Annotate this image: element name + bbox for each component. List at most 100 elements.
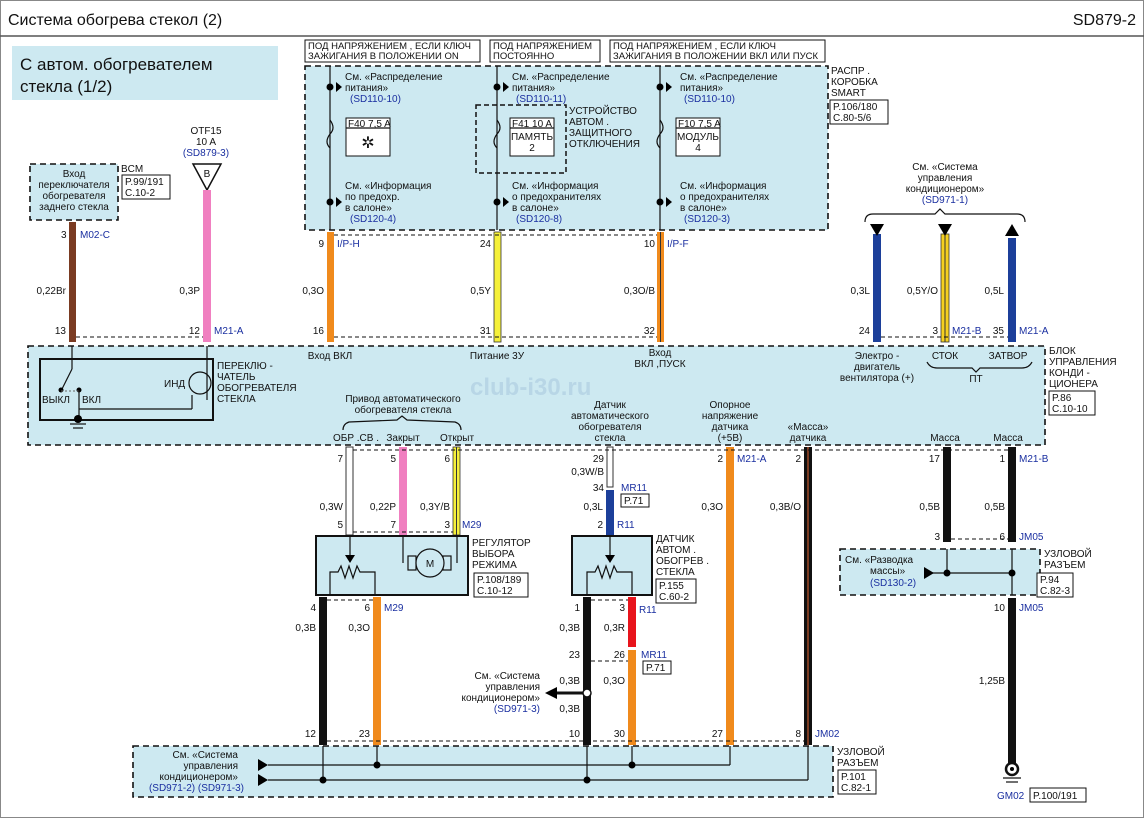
svg-text:F40 7,5 A: F40 7,5 A — [348, 119, 391, 130]
svg-text:35: 35 — [993, 326, 1005, 337]
svg-text:4: 4 — [695, 143, 701, 154]
svg-text:29: 29 — [593, 454, 605, 465]
svg-text:(SD120-3): (SD120-3) — [684, 214, 730, 225]
svg-text:ЗАТВОР: ЗАТВОР — [989, 351, 1028, 362]
svg-text:0,3P: 0,3P — [179, 286, 200, 297]
svg-text:Вход: Вход — [649, 348, 672, 359]
svg-text:P.108/189: P.108/189 — [477, 575, 522, 586]
svg-text:7: 7 — [337, 454, 343, 465]
svg-text:M29: M29 — [384, 603, 404, 614]
svg-text:1: 1 — [574, 603, 580, 614]
svg-text:JM05: JM05 — [1019, 603, 1044, 614]
svg-text:5: 5 — [337, 520, 343, 531]
svg-text:ПТ: ПТ — [969, 374, 982, 385]
svg-text:Вход: Вход — [63, 169, 86, 180]
svg-text:M02-C: M02-C — [80, 230, 110, 241]
svg-text:ВКЛ ,ПУСК: ВКЛ ,ПУСК — [634, 359, 685, 370]
svg-text:(SD120-8): (SD120-8) — [516, 214, 562, 225]
svg-text:F41 10 A: F41 10 A — [512, 119, 552, 130]
svg-text:0,5B: 0,5B — [984, 502, 1005, 513]
svg-text:(+5В): (+5В) — [718, 433, 743, 444]
svg-text:M21-A: M21-A — [737, 454, 767, 465]
svg-text:вентилятора (+): вентилятора (+) — [840, 373, 914, 384]
svg-text:в салоне»: в салоне» — [345, 203, 392, 214]
svg-text:Масса: Масса — [993, 433, 1023, 444]
svg-text:массы»: массы» — [870, 566, 906, 577]
glass-heater-sensor — [571, 535, 653, 596]
diagram-code: SD879-2 — [1073, 12, 1136, 29]
svg-text:Закрыт: Закрыт — [386, 433, 420, 444]
svg-text:MR11: MR11 — [641, 650, 667, 661]
svg-text:2: 2 — [597, 520, 603, 531]
svg-text:ЧАТЕЛЬ: ЧАТЕЛЬ — [217, 372, 256, 383]
svg-text:2: 2 — [795, 454, 801, 465]
svg-text:стекла: стекла — [595, 433, 626, 444]
svg-text:питания»: питания» — [345, 83, 389, 94]
svg-text:5: 5 — [390, 454, 396, 465]
svg-text:СТЕКЛА: СТЕКЛА — [656, 567, 695, 578]
svg-text:2: 2 — [717, 454, 723, 465]
lower-wires — [319, 446, 1016, 763]
svg-text:напряжение: напряжение — [702, 411, 759, 422]
svg-text:СТОК: СТОК — [932, 351, 958, 362]
svg-text:о предохранителях: о предохранителях — [680, 192, 769, 203]
svg-text:См. «Распределение: См. «Распределение — [345, 72, 443, 83]
svg-text:См. «Разводка: См. «Разводка — [845, 555, 914, 566]
svg-text:РАЗЪЕМ: РАЗЪЕМ — [1044, 560, 1086, 571]
svg-text:обогревателя: обогревателя — [578, 421, 641, 433]
svg-text:См. «Распределение: См. «Распределение — [680, 72, 778, 83]
watermark: club-i30.ru — [470, 374, 591, 401]
svg-text:F10 7,5 A: F10 7,5 A — [678, 119, 721, 130]
svg-text:0,3B: 0,3B — [559, 704, 580, 715]
svg-text:датчика: датчика — [712, 422, 749, 433]
svg-text:в салоне»: в салоне» — [512, 203, 559, 214]
svg-text:Питание 3У: Питание 3У — [470, 351, 525, 362]
svg-text:B: B — [204, 169, 211, 180]
svg-text:по предохр.: по предохр. — [345, 192, 400, 203]
svg-text:(SD130-2): (SD130-2) — [870, 578, 916, 589]
svg-text:P.101: P.101 — [841, 772, 866, 783]
svg-text:2: 2 — [529, 143, 535, 154]
svg-text:ВЫКЛ: ВЫКЛ — [42, 395, 70, 406]
svg-text:АВТОМ .: АВТОМ . — [569, 117, 609, 128]
svg-text:C.10-10: C.10-10 — [1052, 404, 1088, 415]
svg-text:См. «Распределение: См. «Распределение — [512, 72, 610, 83]
heater-switch — [39, 358, 214, 421]
svg-text:30: 30 — [614, 729, 626, 740]
svg-text:обогревателя стекла: обогревателя стекла — [355, 404, 452, 416]
upper-wires — [69, 190, 1019, 343]
svg-text:C.10-12: C.10-12 — [477, 586, 513, 597]
bcm-box — [29, 163, 119, 221]
svg-text:питания»: питания» — [512, 83, 556, 94]
svg-text:ОТКЛЮЧЕНИЯ: ОТКЛЮЧЕНИЯ — [569, 139, 640, 150]
svg-text:R11: R11 — [617, 520, 635, 531]
svg-text:31: 31 — [480, 326, 492, 337]
svg-text:JM02: JM02 — [815, 729, 840, 740]
svg-text:кондиционером»: кондиционером» — [159, 772, 238, 783]
svg-text:12: 12 — [189, 326, 201, 337]
svg-text:АВТОМ .: АВТОМ . — [656, 545, 696, 556]
svg-text:6: 6 — [444, 454, 450, 465]
svg-text:M: M — [426, 559, 434, 570]
svg-text:(SD971-3): (SD971-3) — [494, 704, 540, 715]
svg-text:32: 32 — [644, 326, 656, 337]
svg-text:C.82-1: C.82-1 — [841, 783, 871, 794]
svg-text:переключателя: переключателя — [38, 180, 109, 191]
svg-text:(SD110-11): (SD110-11) — [516, 94, 566, 105]
svg-text:ПОСТОЯННО: ПОСТОЯННО — [493, 51, 554, 62]
svg-text:P.71: P.71 — [624, 496, 644, 507]
svg-text:См. «Информация: См. «Информация — [680, 180, 766, 192]
svg-text:См. «Система: См. «Система — [173, 750, 239, 761]
svg-text:ЗАЖИГАНИЯ В ПОЛОЖЕНИИ ON: ЗАЖИГАНИЯ В ПОЛОЖЕНИИ ON — [308, 51, 459, 62]
svg-text:Датчик: Датчик — [594, 400, 626, 411]
svg-text:ПЕРЕКЛЮ -: ПЕРЕКЛЮ - — [217, 361, 273, 372]
svg-text:26: 26 — [614, 650, 626, 661]
svg-text:7: 7 — [390, 520, 396, 531]
svg-text:0,3B: 0,3B — [559, 676, 580, 687]
svg-text:управления: управления — [918, 173, 973, 184]
svg-text:MR11: MR11 — [621, 483, 647, 494]
svg-text:0,5B: 0,5B — [919, 502, 940, 513]
